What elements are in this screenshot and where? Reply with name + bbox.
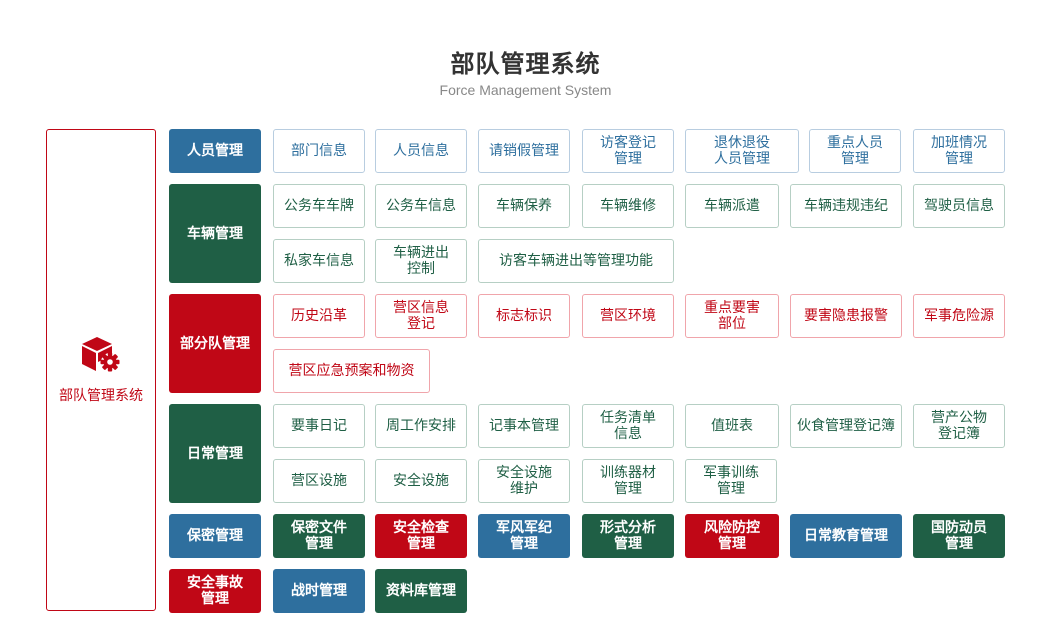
item-personnel-6[interactable]: 重点人员 管理 <box>809 129 901 173</box>
item-secrecy-7[interactable]: 国防动员 管理 <box>913 514 1005 558</box>
item-daily-3[interactable]: 记事本管理 <box>478 404 570 448</box>
item-personnel-7[interactable]: 加班情况 管理 <box>913 129 1005 173</box>
item-vehicles-3[interactable]: 车辆保养 <box>478 184 570 228</box>
item-daily-2[interactable]: 周工作安排 <box>375 404 467 448</box>
item-daily-6[interactable]: 伙食管理登记簿 <box>790 404 902 448</box>
item-vehicles-1[interactable]: 公务车车牌 <box>273 184 365 228</box>
item-unit-5[interactable]: 重点要害 部位 <box>685 294 779 338</box>
root-node[interactable]: 部队管理系统 <box>46 129 156 611</box>
item-secrecy-1[interactable]: 保密文件 管理 <box>273 514 365 558</box>
item-unit-1[interactable]: 历史沿革 <box>273 294 365 338</box>
item-unit-4[interactable]: 营区环境 <box>582 294 674 338</box>
item-personnel-2[interactable]: 人员信息 <box>375 129 467 173</box>
category-safety[interactable]: 安全事故 管理 <box>169 569 261 613</box>
item-personnel-5[interactable]: 退休退役 人员管理 <box>685 129 799 173</box>
item-unit-2[interactable]: 营区信息 登记 <box>375 294 467 338</box>
item-safety-1[interactable]: 战时管理 <box>273 569 365 613</box>
item-daily-12[interactable]: 军事训练 管理 <box>685 459 777 503</box>
category-daily[interactable]: 日常管理 <box>169 404 261 503</box>
category-secrecy[interactable]: 保密管理 <box>169 514 261 558</box>
item-daily-9[interactable]: 安全设施 <box>375 459 467 503</box>
item-daily-1[interactable]: 要事日记 <box>273 404 365 448</box>
item-secrecy-2[interactable]: 安全检查 管理 <box>375 514 467 558</box>
item-personnel-4[interactable]: 访客登记 管理 <box>582 129 674 173</box>
category-personnel[interactable]: 人员管理 <box>169 129 261 173</box>
item-secrecy-3[interactable]: 军风军纪 管理 <box>478 514 570 558</box>
page-title: 部队管理系统 <box>450 50 601 78</box>
item-vehicles-10[interactable]: 访客车辆进出等管理功能 <box>478 239 674 283</box>
item-vehicles-2[interactable]: 公务车信息 <box>375 184 467 228</box>
item-unit-8[interactable]: 营区应急预案和物资 <box>273 349 430 393</box>
category-vehicles[interactable]: 车辆管理 <box>169 184 261 283</box>
page-subtitle: Force Management System <box>439 82 612 98</box>
item-daily-4[interactable]: 任务清单 信息 <box>582 404 674 448</box>
root-label: 部队管理系统 <box>59 388 143 404</box>
item-vehicles-4[interactable]: 车辆维修 <box>582 184 674 228</box>
item-vehicles-9[interactable]: 车辆进出 控制 <box>375 239 467 283</box>
item-unit-7[interactable]: 军事危险源 <box>913 294 1005 338</box>
item-daily-10[interactable]: 安全设施 维护 <box>478 459 570 503</box>
category-unit[interactable]: 部分队管理 <box>169 294 261 393</box>
item-vehicles-8[interactable]: 私家车信息 <box>273 239 365 283</box>
item-vehicles-7[interactable]: 驾驶员信息 <box>913 184 1005 228</box>
item-safety-2[interactable]: 资料库管理 <box>375 569 467 613</box>
item-secrecy-5[interactable]: 风险防控 管理 <box>685 514 779 558</box>
item-unit-3[interactable]: 标志标识 <box>478 294 570 338</box>
item-vehicles-6[interactable]: 车辆违规违纪 <box>790 184 902 228</box>
item-secrecy-4[interactable]: 形式分析 管理 <box>582 514 674 558</box>
item-personnel-3[interactable]: 请销假管理 <box>478 129 570 173</box>
item-daily-5[interactable]: 值班表 <box>685 404 779 448</box>
item-personnel-1[interactable]: 部门信息 <box>273 129 365 173</box>
item-secrecy-6[interactable]: 日常教育管理 <box>790 514 902 558</box>
item-daily-11[interactable]: 训练器材 管理 <box>582 459 674 503</box>
item-unit-6[interactable]: 要害隐患报警 <box>790 294 902 338</box>
cube-gear-icon <box>79 335 123 379</box>
item-daily-7[interactable]: 营产公物 登记簿 <box>913 404 1005 448</box>
item-daily-8[interactable]: 营区设施 <box>273 459 365 503</box>
item-vehicles-5[interactable]: 车辆派遣 <box>685 184 779 228</box>
